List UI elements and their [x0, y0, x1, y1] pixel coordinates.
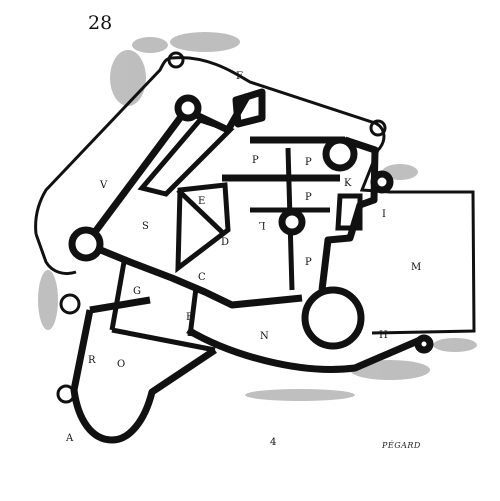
label-n: N — [260, 331, 269, 342]
great-round-tower — [301, 286, 365, 350]
label-p2: P — [305, 157, 312, 168]
label-f: F — [236, 71, 243, 82]
label-r: R — [88, 355, 96, 366]
label-m: M — [411, 262, 422, 273]
label-l: L — [259, 219, 266, 230]
label-p4: P — [305, 257, 312, 268]
label-p3: P — [305, 192, 312, 203]
west-tower — [68, 226, 104, 262]
label-b: B — [186, 312, 194, 323]
engraver-signature: PÉGARD — [382, 441, 421, 450]
label-d: D — [221, 237, 230, 248]
north-tower — [174, 94, 202, 122]
label-k: K — [344, 178, 352, 189]
outer-bailey-wall — [34, 56, 476, 335]
label-a: A — [66, 433, 74, 444]
label-s: S — [142, 221, 149, 232]
east-round-tower — [322, 136, 358, 172]
label-e: E — [198, 196, 206, 207]
label-p1: P — [252, 155, 259, 166]
northeast-tower — [370, 170, 394, 194]
label-g: G — [133, 286, 141, 297]
label-o: O — [117, 359, 126, 370]
label-h: H — [379, 330, 388, 341]
towers — [68, 94, 434, 354]
thin-towers — [56, 51, 387, 404]
inner-walls — [109, 117, 363, 353]
label-i: I — [382, 209, 386, 220]
terrain-shading — [38, 32, 477, 401]
page-number: 28 — [88, 12, 113, 34]
label-4: 4 — [270, 437, 277, 448]
label-c: C — [198, 272, 206, 283]
curtain-walls — [70, 88, 422, 444]
inner-small-tower — [278, 208, 306, 236]
south-small-tower — [414, 334, 434, 354]
label-v: V — [100, 180, 108, 191]
